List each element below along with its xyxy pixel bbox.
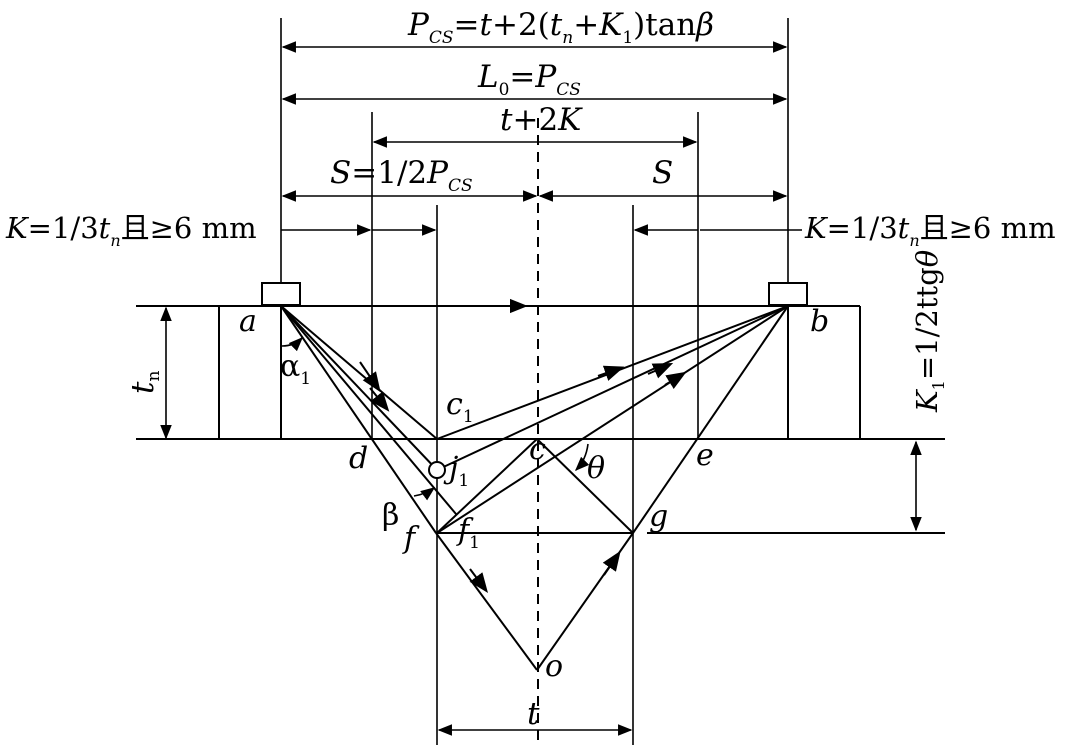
dim-k-left: K=1/3tn且≥6 mm [5, 211, 257, 250]
beam-paths [280, 305, 789, 671]
label-e: e [696, 438, 714, 473]
label-b: b [810, 304, 829, 339]
dim-k1: K1=1/2ttgθ [910, 250, 948, 413]
label-f1: f1 [456, 513, 480, 553]
alpha1-arc [281, 336, 304, 352]
dimension-lines [160, 41, 922, 736]
dim-s-left: S=1/2PCS [330, 155, 473, 196]
beam-direction-arrows [359, 361, 687, 593]
label-theta: θ [587, 451, 605, 486]
dim-pcs-top: PCS=t+2(tn+K1)tanβ [407, 7, 714, 48]
plate-outline [136, 305, 945, 534]
defect-j1 [428, 461, 446, 479]
dim-s-right: S [652, 155, 673, 191]
label-c: c [529, 432, 546, 467]
label-g: g [649, 499, 668, 534]
point-labels: a b c1 c d e j1 f f1 g o [239, 304, 829, 684]
dim-tn: tn [125, 371, 164, 394]
label-a: a [239, 304, 257, 339]
beta-arc [413, 487, 436, 501]
label-d: d [349, 441, 368, 476]
dim-t-bottom: t [527, 696, 540, 732]
dim-t2k: t+2K [500, 102, 583, 138]
label-o: o [545, 649, 563, 684]
probe-left [261, 282, 301, 306]
probe-right [768, 282, 808, 306]
label-f: f [402, 521, 420, 556]
label-beta: β [382, 498, 399, 533]
label-alpha1: α1 [280, 349, 311, 389]
dim-l0: L0=PCS [477, 59, 581, 100]
theta-arc [574, 443, 590, 472]
label-c1: c1 [446, 387, 474, 427]
dim-k-right: K=1/3tn且≥6 mm [804, 211, 1056, 250]
